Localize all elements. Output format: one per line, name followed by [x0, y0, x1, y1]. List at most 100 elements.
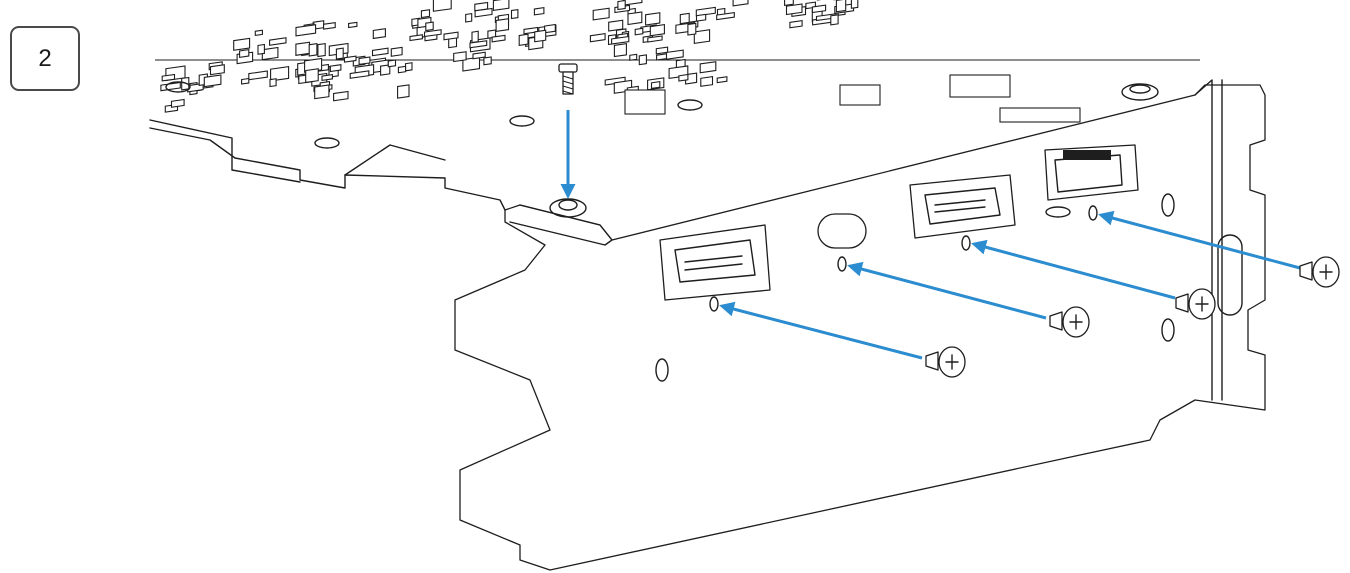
arrow-screw-4 — [1098, 210, 1301, 270]
smd-component — [397, 84, 410, 99]
smd-component — [257, 43, 265, 55]
smd-component — [453, 51, 467, 63]
smd-component — [409, 34, 423, 42]
phillips-screw-icon — [925, 346, 966, 378]
circuit-board — [149, 0, 1200, 211]
smd-component — [471, 30, 479, 44]
board-mount-holes — [165, 81, 703, 149]
smd-component — [295, 24, 317, 37]
smd-component — [317, 42, 326, 58]
smd-component — [348, 21, 358, 29]
smd-component — [380, 64, 391, 76]
smd-component — [608, 19, 624, 32]
smd-component — [789, 20, 803, 29]
smd-component — [432, 0, 452, 12]
smd-component — [634, 27, 644, 36]
smd-component — [647, 35, 663, 43]
mounting-bracket — [454, 79, 1266, 571]
usb-c-port — [817, 213, 867, 249]
smd-component — [161, 73, 176, 82]
smd-component — [699, 61, 717, 74]
smd-component — [335, 47, 344, 60]
smd-component — [305, 68, 319, 84]
step-number-box: 2 — [10, 26, 80, 91]
smd-component — [650, 81, 661, 89]
smd-component — [349, 70, 370, 79]
smd-component — [638, 54, 647, 66]
smd-component — [160, 81, 181, 92]
screw-holes — [709, 205, 1098, 312]
board-components — [160, 0, 1081, 123]
smd-component — [483, 56, 492, 66]
phillips-screw-icon — [1175, 288, 1216, 320]
smd-component — [387, 59, 397, 68]
machine-screw-icon — [558, 63, 578, 95]
arrow-screw-1 — [719, 301, 923, 360]
smd-component — [700, 76, 714, 87]
smd-component — [678, 73, 689, 82]
smd-component — [203, 74, 222, 88]
arrow-screw-2 — [847, 261, 1047, 320]
smd-component — [333, 90, 349, 102]
smd-component — [465, 12, 473, 23]
hdmi-port — [1044, 144, 1139, 218]
chip-component — [999, 107, 1081, 123]
smd-component — [404, 62, 413, 72]
smd-component — [462, 56, 481, 72]
smd-component — [649, 23, 665, 37]
smd-component — [358, 56, 371, 66]
smd-component — [693, 29, 711, 44]
smd-component — [518, 33, 529, 46]
smd-component — [645, 12, 661, 26]
smd-component — [627, 11, 643, 26]
smd-component — [679, 12, 690, 25]
smd-component — [239, 49, 250, 58]
smd-component — [592, 7, 610, 21]
smd-component — [785, 3, 803, 16]
smd-component — [390, 46, 403, 57]
smd-component — [629, 53, 638, 61]
smd-component — [170, 98, 185, 108]
smd-component — [420, 9, 431, 19]
smd-component — [665, 49, 684, 60]
smd-component — [343, 55, 357, 63]
smd-component — [495, 18, 510, 33]
smd-component — [269, 78, 277, 88]
smd-component — [261, 46, 279, 61]
smd-component — [835, 0, 847, 13]
smd-component — [533, 7, 545, 16]
smd-component — [371, 47, 389, 57]
smd-component — [209, 64, 225, 76]
displayport-port-1 — [909, 174, 1016, 239]
smd-component — [321, 74, 333, 81]
smd-component — [329, 64, 342, 73]
smd-component — [716, 76, 728, 84]
smd-component — [269, 37, 287, 46]
smd-component — [423, 29, 442, 38]
smd-component — [622, 0, 643, 6]
smd-component — [716, 11, 735, 21]
smd-component — [248, 70, 268, 81]
smd-component — [617, 0, 626, 11]
smd-component — [295, 41, 311, 56]
smd-component — [732, 0, 749, 7]
smd-component — [695, 13, 707, 22]
phillips-screw-icon — [1049, 306, 1090, 338]
smd-component — [443, 31, 459, 41]
arrow-screw-3 — [971, 239, 1176, 300]
chip-component — [624, 89, 666, 115]
smd-component — [314, 84, 330, 100]
smd-component — [589, 33, 606, 43]
smd-component — [655, 46, 669, 55]
smd-component — [469, 40, 488, 49]
phillips-screw-icon — [1299, 256, 1340, 288]
smd-component — [811, 4, 827, 14]
smd-component — [241, 77, 250, 85]
smd-component — [472, 51, 486, 60]
smd-component — [323, 21, 336, 30]
smd-component — [510, 8, 519, 20]
smd-component — [492, 0, 510, 11]
step-number: 2 — [38, 44, 52, 72]
smd-component — [611, 35, 630, 45]
displayport-port-2 — [659, 224, 771, 301]
